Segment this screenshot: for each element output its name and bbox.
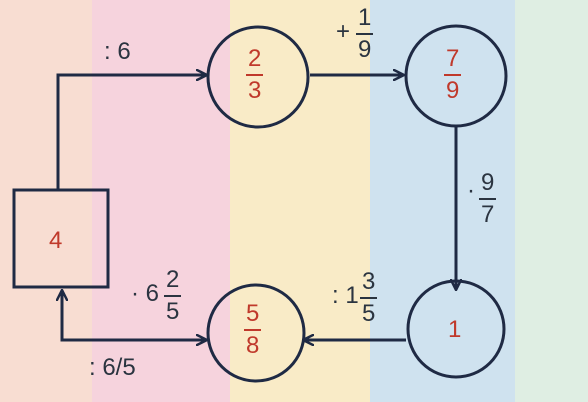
edge-label-divide-mixed-whole: : 1 bbox=[332, 282, 359, 309]
edge-label-multiply-operator: · bbox=[467, 177, 475, 204]
node-bottom-right-value: 1 bbox=[448, 316, 462, 343]
background-band-3 bbox=[230, 0, 370, 402]
node-box bbox=[12, 188, 110, 289]
edge-label-divide-6: : 6 bbox=[104, 38, 131, 65]
numerator: 3 bbox=[360, 270, 378, 299]
edge-label-divide-6-5: : 6/5 bbox=[89, 354, 136, 381]
arrow-between-box-and-bottom-left-circle bbox=[62, 290, 207, 340]
edge-label-multiply-fraction: 9 7 bbox=[479, 171, 497, 228]
numerator: 2 bbox=[246, 47, 264, 76]
edge-label-multiply-mixed-fraction: 2 5 bbox=[164, 268, 182, 325]
background-band-5 bbox=[515, 0, 588, 402]
numerator: 2 bbox=[164, 268, 182, 297]
node-top-left-circle bbox=[206, 25, 310, 129]
numerator: 1 bbox=[356, 6, 374, 35]
denominator: 7 bbox=[481, 201, 495, 228]
edge-label-plus-operator: + bbox=[336, 18, 351, 45]
node-box-value: 4 bbox=[49, 227, 63, 254]
denominator: 5 bbox=[362, 300, 376, 327]
node-top-right-circle bbox=[404, 24, 508, 128]
denominator: 3 bbox=[248, 77, 262, 104]
numerator: 7 bbox=[444, 47, 462, 76]
denominator: 9 bbox=[358, 36, 372, 63]
node-bottom-right-circle bbox=[406, 279, 506, 379]
denominator: 8 bbox=[246, 332, 260, 359]
edge-label-plus-fraction: 1 9 bbox=[356, 6, 374, 63]
denominator: 5 bbox=[166, 298, 180, 325]
numerator: 5 bbox=[244, 302, 262, 331]
background-band-4 bbox=[370, 0, 515, 402]
arrow-box-to-top-left-circle bbox=[56, 75, 207, 190]
denominator: 9 bbox=[446, 77, 460, 104]
node-bottom-left-circle bbox=[206, 283, 306, 383]
node-bottom-left-fraction: 5 8 bbox=[244, 302, 262, 359]
edge-label-divide-mixed-fraction: 3 5 bbox=[360, 270, 378, 327]
node-top-right-fraction: 7 9 bbox=[444, 47, 462, 104]
numerator: 9 bbox=[479, 171, 497, 200]
node-top-left-fraction: 2 3 bbox=[246, 47, 264, 104]
edge-label-multiply-mixed-whole: · 6 bbox=[131, 280, 160, 307]
